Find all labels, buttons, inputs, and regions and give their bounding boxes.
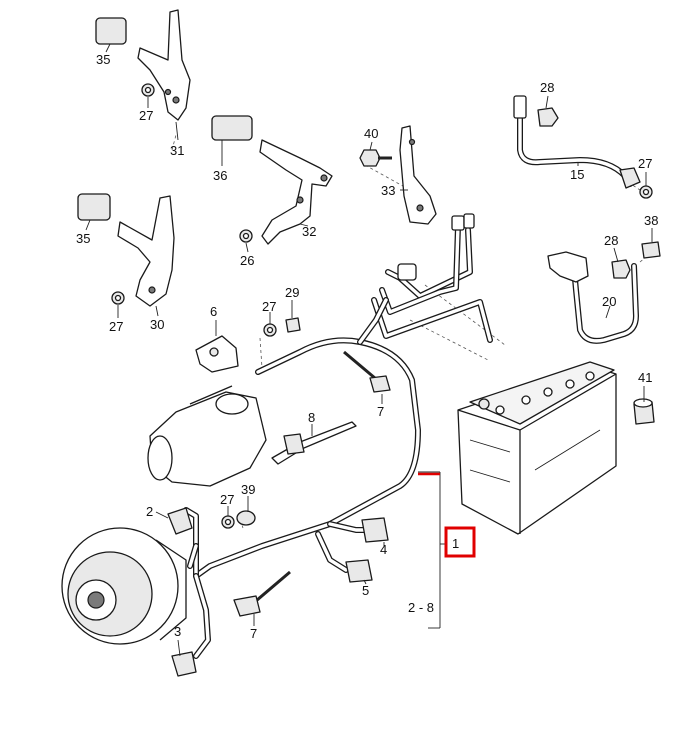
label-39: 39 — [241, 482, 255, 497]
label-27-lower: 27 — [109, 319, 123, 334]
starter-motor[interactable] — [147, 385, 267, 487]
label-35-lower: 35 — [76, 231, 90, 246]
label-27-right: 27 — [638, 156, 652, 171]
label-20: 20 — [602, 294, 616, 309]
label-26: 26 — [240, 253, 254, 268]
cap-41[interactable] — [633, 398, 655, 425]
nut-27-d[interactable] — [263, 323, 277, 337]
label-2: 2 — [146, 504, 153, 519]
label-8: 8 — [308, 410, 315, 425]
connector-3[interactable] — [171, 651, 197, 677]
bracket-31[interactable] — [95, 9, 191, 121]
label-4: 4 — [380, 542, 387, 557]
label-15: 15 — [570, 167, 584, 182]
label-30: 30 — [150, 317, 164, 332]
clip-35-top[interactable] — [95, 17, 127, 45]
label-3: 3 — [174, 624, 181, 639]
bracket-6[interactable] — [195, 335, 239, 373]
bracket-30[interactable] — [77, 193, 175, 307]
part-labels: 35 27 31 36 35 27 30 32 26 40 33 28 15 2… — [76, 52, 658, 641]
connector-5[interactable] — [345, 559, 373, 583]
range-bracket — [418, 471, 446, 629]
label-31: 31 — [170, 143, 184, 158]
stud-28-b[interactable] — [611, 259, 631, 279]
battery-cable-20[interactable] — [547, 251, 639, 344]
highlighted-part-1[interactable]: 1 — [444, 526, 476, 558]
bracket-33[interactable] — [399, 125, 437, 225]
label-range: 2 - 8 — [408, 600, 434, 615]
bolt-40[interactable] — [359, 149, 392, 167]
leader-lines — [85, 43, 653, 657]
label-27-top: 27 — [139, 108, 153, 123]
clip-7-upper[interactable] — [343, 350, 391, 393]
label-6: 6 — [210, 304, 217, 319]
label-36: 36 — [213, 168, 227, 183]
clip-38[interactable] — [641, 241, 661, 259]
connector-2[interactable] — [167, 507, 193, 535]
nut-27-b[interactable] — [111, 291, 125, 305]
clip-36[interactable] — [211, 115, 253, 141]
label-7-lower: 7 — [250, 626, 257, 641]
label-32: 32 — [302, 224, 316, 239]
label-38: 38 — [644, 213, 658, 228]
alternator[interactable] — [61, 527, 187, 645]
clip-35-lower[interactable] — [77, 193, 111, 221]
cable-tie-8[interactable] — [271, 421, 357, 465]
cap-39[interactable] — [236, 510, 256, 526]
label-5: 5 — [362, 583, 369, 598]
nut-27-a[interactable] — [141, 83, 155, 97]
connector-4[interactable] — [361, 517, 389, 543]
battery-leads-bundle[interactable] — [371, 213, 493, 343]
label-7-upper: 7 — [377, 404, 384, 419]
label-27-starter: 27 — [262, 299, 276, 314]
label-41: 41 — [638, 370, 652, 385]
label-33: 33 — [381, 183, 395, 198]
wiring-harness-1[interactable] — [183, 297, 421, 659]
nut-27-e[interactable] — [221, 515, 235, 529]
stud-28-a[interactable] — [537, 107, 559, 127]
nut-26[interactable] — [239, 229, 253, 243]
label-1: 1 — [452, 536, 459, 551]
battery[interactable] — [457, 361, 617, 535]
nut-27-c[interactable] — [639, 185, 653, 199]
label-27-alt: 27 — [220, 492, 234, 507]
label-40: 40 — [364, 126, 378, 141]
label-29: 29 — [285, 285, 299, 300]
bracket-32[interactable] — [211, 115, 333, 245]
clip-7-lower[interactable] — [233, 570, 291, 617]
bolt-29[interactable] — [285, 317, 301, 333]
label-35-top: 35 — [96, 52, 110, 67]
label-28-top: 28 — [540, 80, 554, 95]
earth-cable-15[interactable] — [513, 95, 641, 189]
label-28-lower: 28 — [604, 233, 618, 248]
